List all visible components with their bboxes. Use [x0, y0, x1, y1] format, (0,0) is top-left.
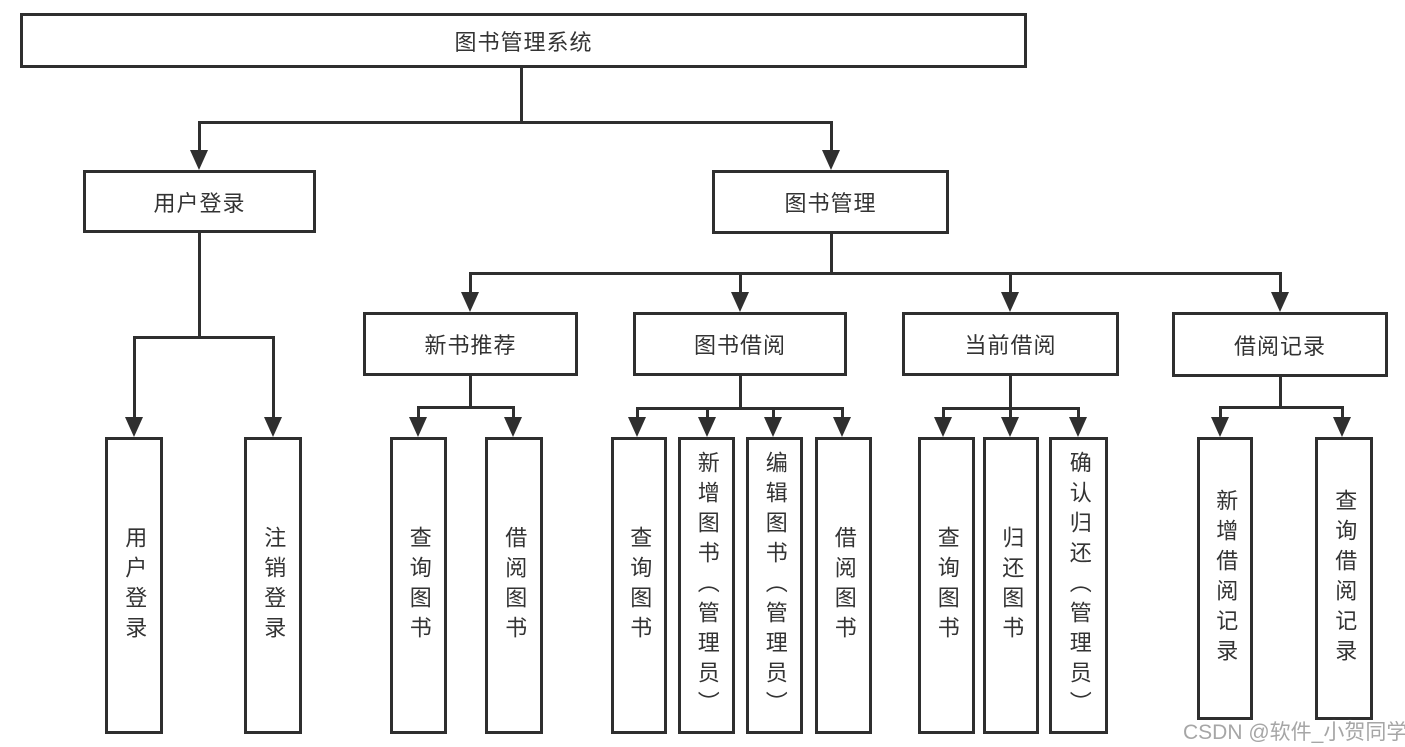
- connector-line: [1009, 407, 1012, 420]
- connector-line: [706, 407, 709, 420]
- connector-line: [469, 376, 472, 408]
- arrow-down: [1211, 417, 1229, 437]
- leaf-current-query-books: 查询图书: [918, 437, 975, 734]
- arrow-down: [628, 417, 646, 437]
- arrow-down: [409, 417, 427, 437]
- node-borrow-records: 借阅记录: [1172, 312, 1388, 377]
- leaf-user-login: 用户登录: [105, 437, 163, 734]
- arrow-down: [504, 417, 522, 437]
- node-root: 图书管理系统: [20, 13, 1027, 68]
- connector-line: [272, 336, 275, 420]
- leaf-recommend-query-books: 查询图书: [390, 437, 447, 734]
- leaf-current-confirm-return-admin: 确认归还（管理员）: [1049, 437, 1108, 734]
- leaf-current-return-books: 归还图书: [983, 437, 1039, 734]
- connector-line: [198, 121, 201, 153]
- leaf-records-add-record: 新增借阅记录: [1197, 437, 1253, 720]
- leaf-recommend-borrow-books: 借阅图书: [485, 437, 543, 734]
- arrow-down: [731, 292, 749, 312]
- connector-line: [636, 407, 639, 420]
- connector-line: [133, 336, 275, 339]
- connector-line: [739, 272, 742, 296]
- leaf-records-query-record: 查询借阅记录: [1315, 437, 1373, 720]
- connector-line: [1219, 406, 1344, 409]
- connector-line: [1341, 406, 1344, 420]
- connector-line: [1279, 377, 1282, 408]
- arrow-down: [1271, 292, 1289, 312]
- arrow-down: [698, 417, 716, 437]
- leaf-borrowing-add-books-admin: 新增图书（管理员）: [678, 437, 735, 734]
- connector-line: [133, 336, 136, 420]
- connector-line: [469, 272, 472, 296]
- arrow-down: [833, 417, 851, 437]
- arrow-down: [264, 417, 282, 437]
- connector-line: [942, 407, 945, 420]
- connector-line: [830, 121, 833, 153]
- connector-line: [469, 272, 1281, 275]
- arrow-down: [934, 417, 952, 437]
- connector-line: [198, 121, 832, 124]
- connector-line: [198, 233, 201, 338]
- connector-line: [1219, 406, 1222, 420]
- connector-line: [1279, 272, 1282, 296]
- connector-line: [1077, 407, 1080, 420]
- connector-line: [739, 376, 742, 409]
- connector-line: [512, 406, 515, 420]
- connector-line: [772, 407, 775, 420]
- leaf-borrowing-query-books: 查询图书: [611, 437, 667, 734]
- connector-line: [1009, 272, 1012, 296]
- leaf-borrowing-borrow-books: 借阅图书: [815, 437, 872, 734]
- arrow-down: [190, 150, 208, 170]
- node-user-login-branch: 用户登录: [83, 170, 316, 233]
- connector-line: [841, 407, 844, 420]
- arrow-down: [1069, 417, 1087, 437]
- connector-line: [520, 68, 523, 122]
- csdn-watermark: CSDN @软件_小贺同学: [1183, 721, 1405, 744]
- arrow-down: [1333, 417, 1351, 437]
- connector-line: [417, 406, 420, 420]
- connector-line: [636, 407, 844, 410]
- arrow-down: [1001, 417, 1019, 437]
- node-current-borrowing: 当前借阅: [902, 312, 1119, 376]
- node-new-book-recommend: 新书推荐: [363, 312, 578, 376]
- arrow-down: [461, 292, 479, 312]
- connector-line: [417, 406, 514, 409]
- arrow-down: [125, 417, 143, 437]
- arrow-down: [1001, 292, 1019, 312]
- leaf-logout: 注销登录: [244, 437, 302, 734]
- leaf-borrowing-edit-books-admin: 编辑图书（管理员）: [746, 437, 803, 734]
- node-book-management-branch: 图书管理: [712, 170, 949, 234]
- arrow-down: [764, 417, 782, 437]
- node-book-borrowing: 图书借阅: [633, 312, 847, 376]
- connector-line: [830, 234, 833, 274]
- connector-line: [1009, 376, 1012, 409]
- arrow-down: [822, 150, 840, 170]
